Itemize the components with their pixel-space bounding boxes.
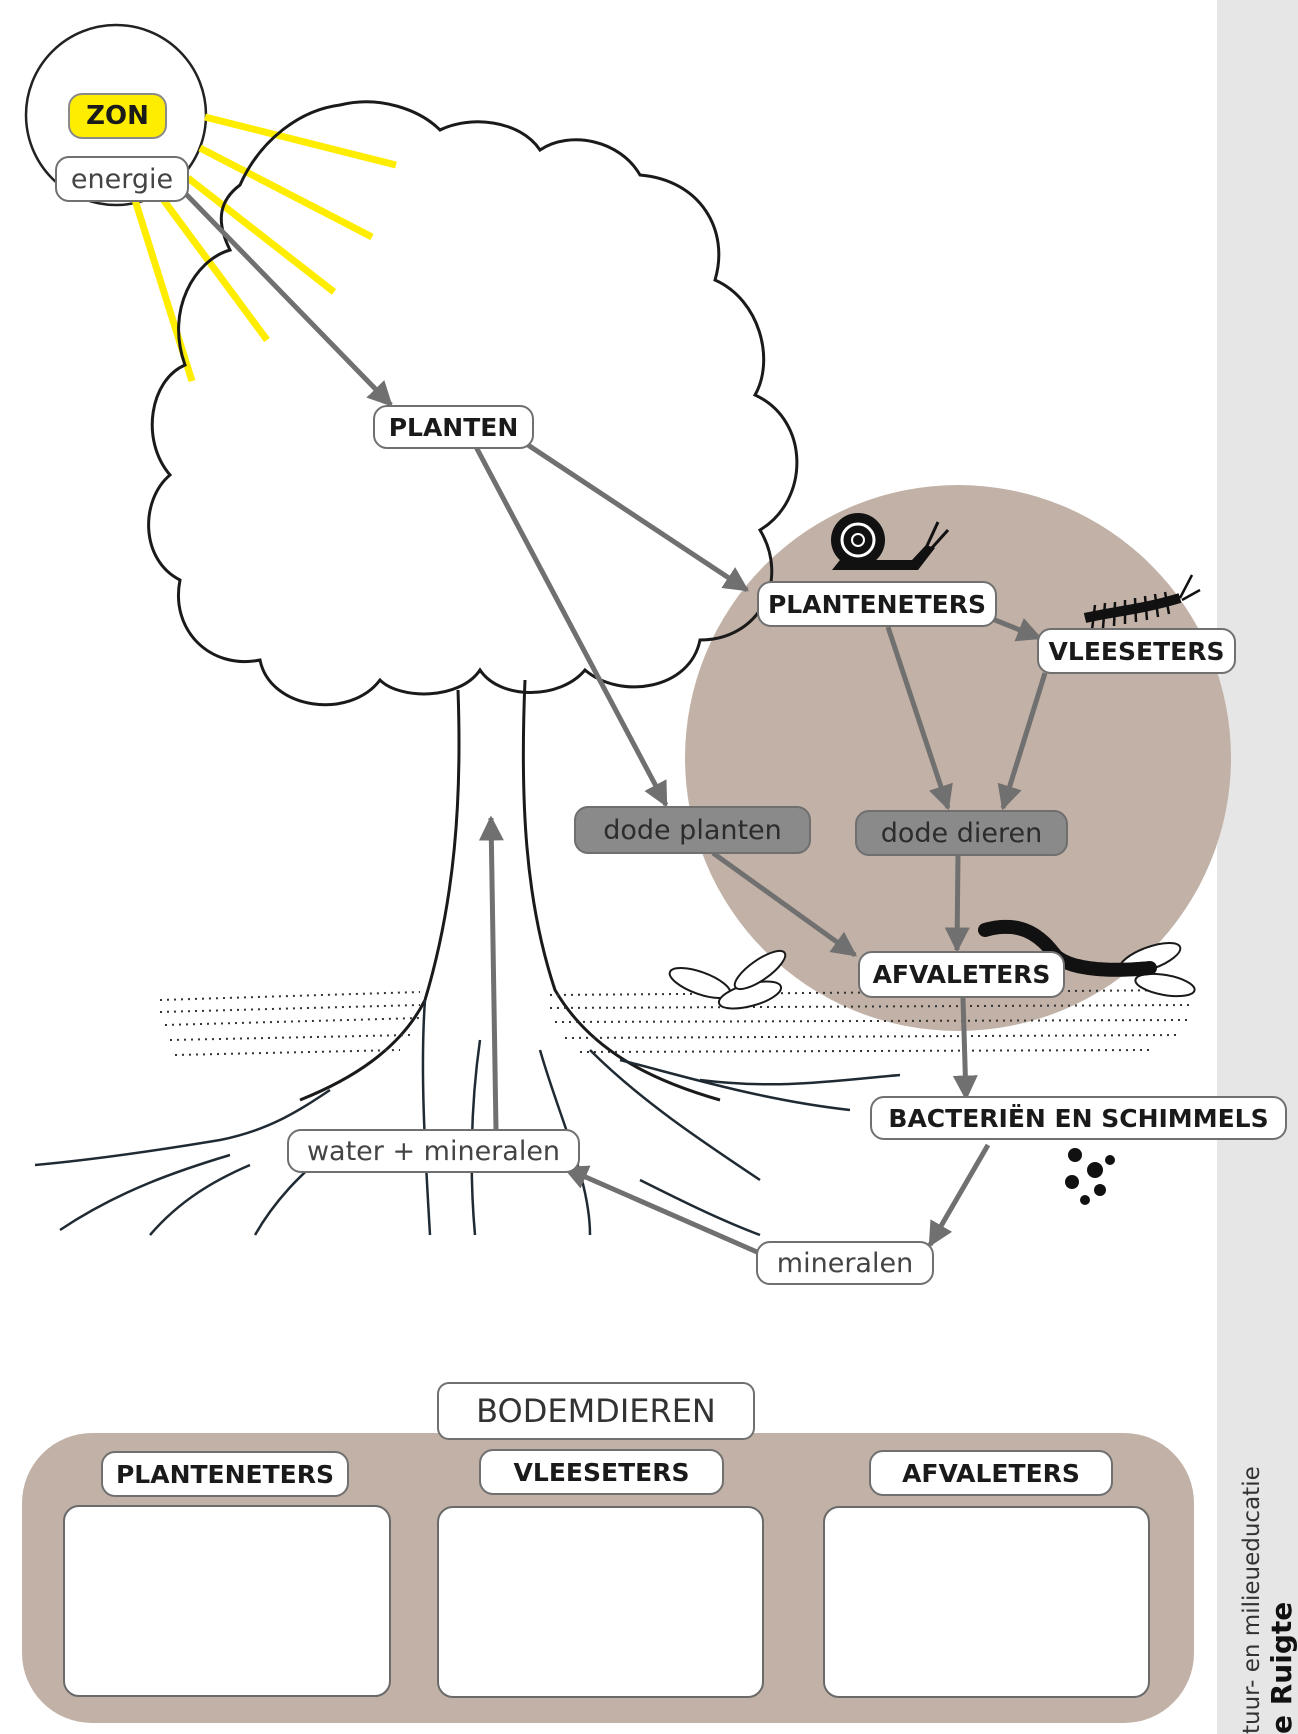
credits-line-2: e Ruigte: [1265, 1601, 1298, 1734]
answer-box-vleeseters[interactable]: [437, 1506, 764, 1698]
answer-box-afvaleters[interactable]: [823, 1506, 1150, 1698]
mineralen-label: mineralen: [756, 1241, 934, 1285]
tree-trunk: [299, 679, 721, 1102]
tree-roots: [34, 999, 901, 1237]
planteneters-label: PLANTENETERS: [757, 581, 997, 627]
arrow-vleeseters-dode-dieren: [997, 672, 1048, 811]
legend-column-planteneters: PLANTENETERS: [101, 1451, 349, 1497]
answer-box-planteneters[interactable]: [63, 1505, 391, 1697]
soil-speckles: [160, 995, 420, 999]
dode-dieren-label: dode dieren: [855, 810, 1068, 856]
credits-text: tuur- en milieueducatie e Ruigte: [1238, 1466, 1298, 1734]
bacterien-label: BACTERIËN EN SCHIMMELS: [870, 1096, 1287, 1140]
arrow-planten-planteneters: [526, 442, 750, 593]
zon-label: ZON: [68, 93, 167, 139]
arrow-dode-planten-afvaleters: [711, 850, 858, 958]
arrow-planteneters-dode-dieren: [885, 626, 953, 811]
arrow-energie-planten: [180, 188, 393, 407]
arrow-water-up: [478, 815, 504, 1131]
arrow-afvaleters-bacterien: [952, 997, 978, 1101]
arrow-planten-dode-planten: [472, 443, 669, 808]
vleeseters-label: VLEESETERS: [1037, 628, 1236, 674]
mites-icon: [1065, 1148, 1115, 1205]
ground-line: [159, 989, 1191, 1056]
arrow-planteneters-vleeseters: [989, 615, 1043, 642]
planten-label: PLANTEN: [373, 405, 534, 449]
dode-planten-label: dode planten: [574, 806, 811, 854]
flow-arrows: [180, 188, 1048, 1255]
arrow-mineralen-water: [562, 1165, 759, 1255]
centipede-icon: [1083, 574, 1201, 631]
credits-line-1: tuur- en milieueducatie: [1239, 1466, 1265, 1734]
afvaleters-label: AFVALETERS: [858, 951, 1065, 998]
sun-rays: [131, 113, 397, 383]
arrow-dode-dieren-afvaleters: [944, 852, 970, 953]
snail-icon: [831, 513, 950, 570]
legend-column-afvaleters: AFVALETERS: [869, 1450, 1113, 1496]
legend-title: BODEMDIEREN: [437, 1382, 755, 1440]
water-mineralen-label: water + mineralen: [287, 1129, 580, 1173]
fallen-leaves: [668, 941, 1196, 1010]
energie-label: energie: [55, 156, 189, 202]
legend-column-vleeseters: VLEESETERS: [479, 1449, 724, 1495]
tree-crown: [147, 100, 799, 707]
arrow-bacterien-mineralen: [927, 1143, 991, 1248]
